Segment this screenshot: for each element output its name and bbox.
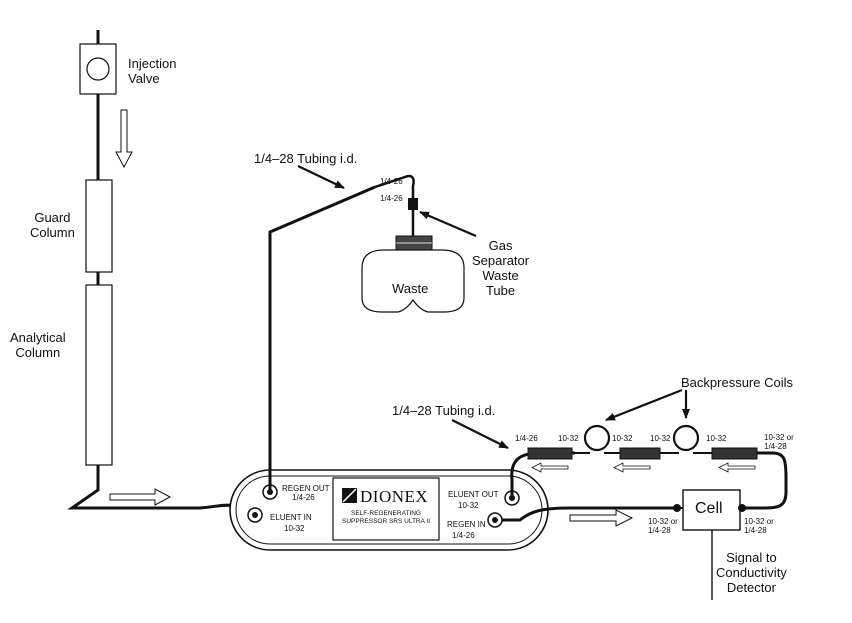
gas-separator-fitting — [408, 198, 418, 210]
suppressor-model-line-2: SUPPRESSOR SRS ULTRA II — [342, 518, 431, 525]
guard-column-label: Guard Column — [30, 210, 75, 240]
fitting-label-coil-2-left: 10-32 — [612, 434, 633, 443]
pointer-coil-1 — [605, 388, 683, 422]
fitting-label-top-lower: 1/4-26 — [380, 194, 403, 203]
regen-in-port-core — [492, 517, 498, 523]
pointer-gas-separator — [419, 210, 477, 238]
cell-to-regen-tubing — [502, 506, 677, 522]
cell-outlet-fitting — [738, 504, 746, 512]
fitting-label-coil-end: 10-32 or 1/4-28 — [764, 433, 794, 451]
flow-arrow-right-outlet — [569, 509, 634, 527]
flow-arrow-down — [115, 109, 133, 169]
flow-arrow-right-inlet — [109, 488, 172, 506]
fitting-label-coil-2-right: 10-32 — [650, 434, 671, 443]
injection-valve-dial — [86, 57, 110, 81]
pointer-tubing-top — [297, 165, 345, 189]
backpressure-coil-1 — [583, 424, 611, 452]
backpressure-coil-2 — [672, 424, 700, 452]
eluent-in-port-core — [252, 512, 258, 518]
cell-label: Cell — [695, 500, 723, 517]
fitting-label-cell-out: 10-32 or 1/4-28 — [744, 517, 774, 535]
tubing-id-label-top: 1/4–28 Tubing i.d. — [254, 151, 358, 166]
backpressure-coils-label: Backpressure Coils — [681, 375, 793, 390]
guard-column — [85, 179, 113, 273]
analytical-column-label: Analytical Column — [10, 330, 66, 360]
fitting-label-cell-in: 10-32 or 1/4-28 — [648, 517, 678, 535]
fitting-label-coil-3-left: 10-32 — [706, 434, 727, 443]
regen-out-fit-label: 1/4-26 — [292, 493, 315, 502]
dionex-logo-stroke — [342, 488, 357, 503]
analytical-column — [85, 284, 113, 466]
fitting-label-coil-1-left: 1/4-26 — [515, 434, 538, 443]
eluent-in-fit-label: 10-32 — [284, 524, 305, 533]
fitting-label-top-upper: 1/4-26 — [380, 177, 403, 186]
regen-in-fit-label: 1/4-26 — [452, 531, 475, 540]
coil-flow-arrow-3 — [718, 462, 756, 473]
suppressor-model-line-1: SELF-REGENERATING — [351, 510, 421, 517]
regen-out-tubing — [268, 185, 376, 492]
tubing-id-label-bottom: 1/4–28 Tubing i.d. — [392, 403, 496, 418]
injection-valve-label: Injection Valve — [128, 56, 177, 86]
conductivity-cell — [682, 489, 741, 531]
gas-separator-label: Gas Separator Waste Tube — [472, 238, 530, 298]
eluent-out-label: ELUENT OUT — [448, 490, 499, 499]
coil-fitting-3 — [711, 447, 758, 460]
eluent-out-fit-label: 10-32 — [458, 501, 479, 510]
regen-in-label: REGEN IN — [447, 520, 486, 529]
suppressor-brand: DIONEX — [360, 487, 429, 506]
gas-separator-tubing — [374, 174, 415, 282]
waste-label: Waste — [392, 281, 429, 296]
coil-return-tubing — [740, 451, 788, 510]
regen-out-label: REGEN OUT — [282, 484, 330, 493]
coil-fitting-1 — [527, 447, 573, 460]
coil-fitting-2 — [619, 447, 661, 460]
coil-flow-arrow-2 — [613, 462, 651, 473]
fitting-label-coil-1-right: 10-32 — [558, 434, 579, 443]
pointer-tubing-bottom — [451, 419, 509, 449]
signal-label: Signal to Conductivity Detector — [716, 550, 787, 595]
eluent-in-label: ELUENT IN — [270, 513, 312, 522]
coil-flow-arrow-1 — [531, 462, 569, 473]
